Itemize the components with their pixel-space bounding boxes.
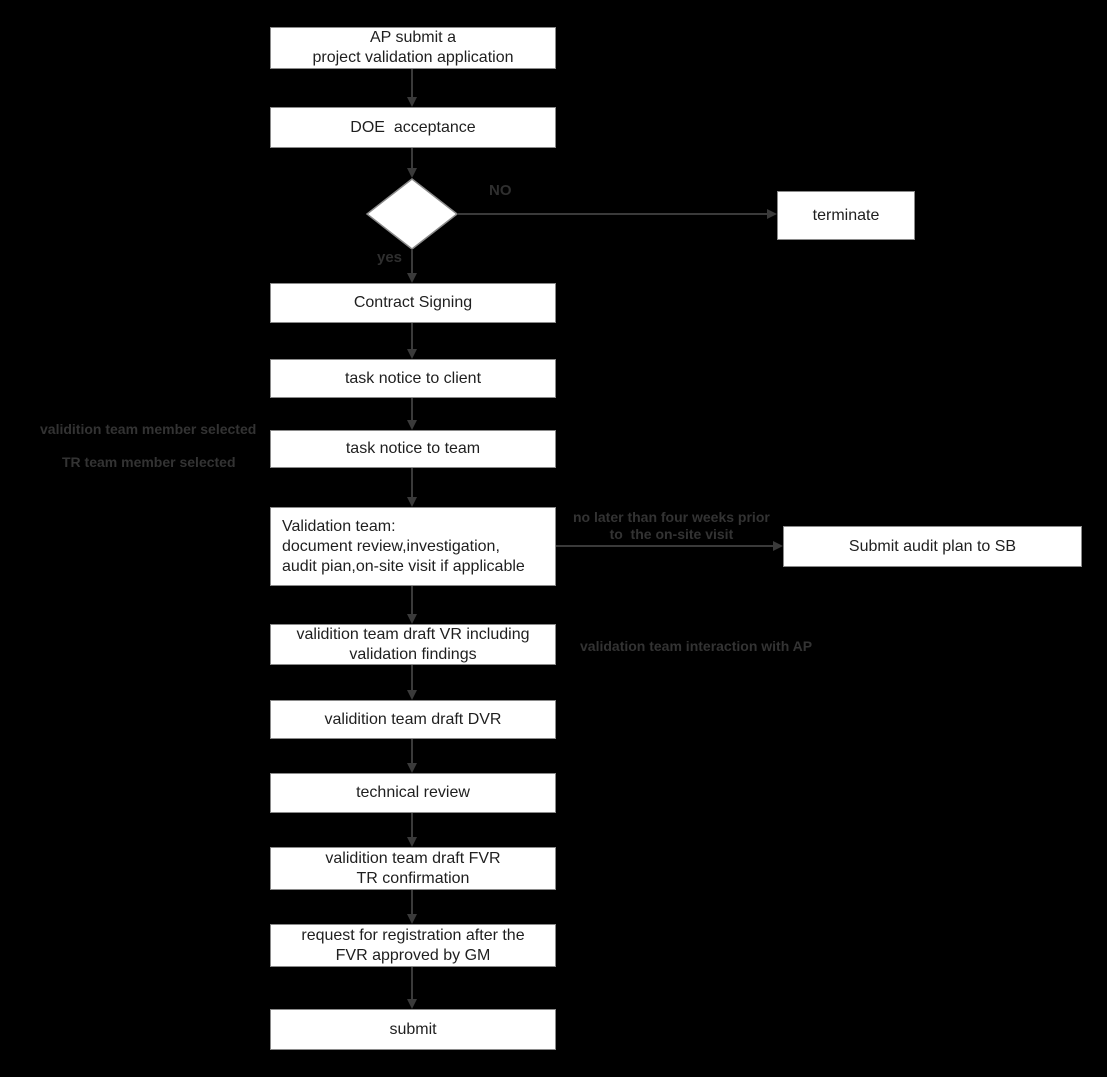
annotation-four-weeks-prior: no later than four weeks prior to the on…	[573, 509, 770, 542]
node-submit-audit-plan-sb: Submit audit plan to SB	[783, 526, 1082, 567]
node-terminate: terminate	[777, 191, 915, 240]
arrow-fvr-to-request	[407, 890, 417, 924]
node-submit: submit	[270, 1009, 556, 1050]
node-doe-acceptance: DOE acceptance	[270, 107, 556, 148]
arrow-validation-to-audit-plan	[556, 541, 783, 551]
arrow-dvr-to-tech-review	[407, 739, 417, 773]
annotation-team-interaction-with-ap: validation team interaction with AP	[580, 638, 813, 654]
arrow-client-notice-to-team-notice	[407, 398, 417, 430]
node-ap-submit-application: AP submit a project validation applicati…	[270, 27, 556, 69]
arrow-contract-to-client-notice	[407, 323, 417, 359]
node-task-notice-team: task notice to team	[270, 430, 556, 468]
node-technical-review: technical review	[270, 773, 556, 813]
arrow-tech-review-to-fvr	[407, 813, 417, 847]
arrow-vr-to-dvr	[407, 665, 417, 700]
decision-diamond	[365, 178, 459, 250]
arrow-validation-to-vr	[407, 586, 417, 624]
node-contract-signing: Contract Signing	[270, 283, 556, 323]
branch-label-no: NO	[489, 182, 512, 199]
arrow-decision-to-contract	[407, 249, 417, 283]
node-task-notice-client: task notice to client	[270, 359, 556, 398]
arrow-decision-to-terminate	[457, 209, 777, 219]
annotation-validation-team-member-selected: validition team member selected	[40, 421, 257, 437]
node-request-registration: request for registration after the FVR a…	[270, 924, 556, 967]
arrow-ap-to-doe	[407, 69, 417, 107]
node-draft-dvr: validition team draft DVR	[270, 700, 556, 739]
arrow-request-to-submit	[407, 967, 417, 1009]
node-draft-vr: validition team draft VR including valid…	[270, 624, 556, 665]
node-draft-fvr-tr-confirmation: validition team draft FVR TR confirmatio…	[270, 847, 556, 890]
arrow-team-notice-to-validation	[407, 468, 417, 507]
node-validation-team-activities: Validation team: document review,investi…	[270, 507, 556, 586]
branch-label-yes: yes	[377, 249, 403, 266]
annotation-tr-team-member-selected: TR team member selected	[62, 454, 236, 470]
arrow-doe-to-decision	[407, 148, 417, 178]
